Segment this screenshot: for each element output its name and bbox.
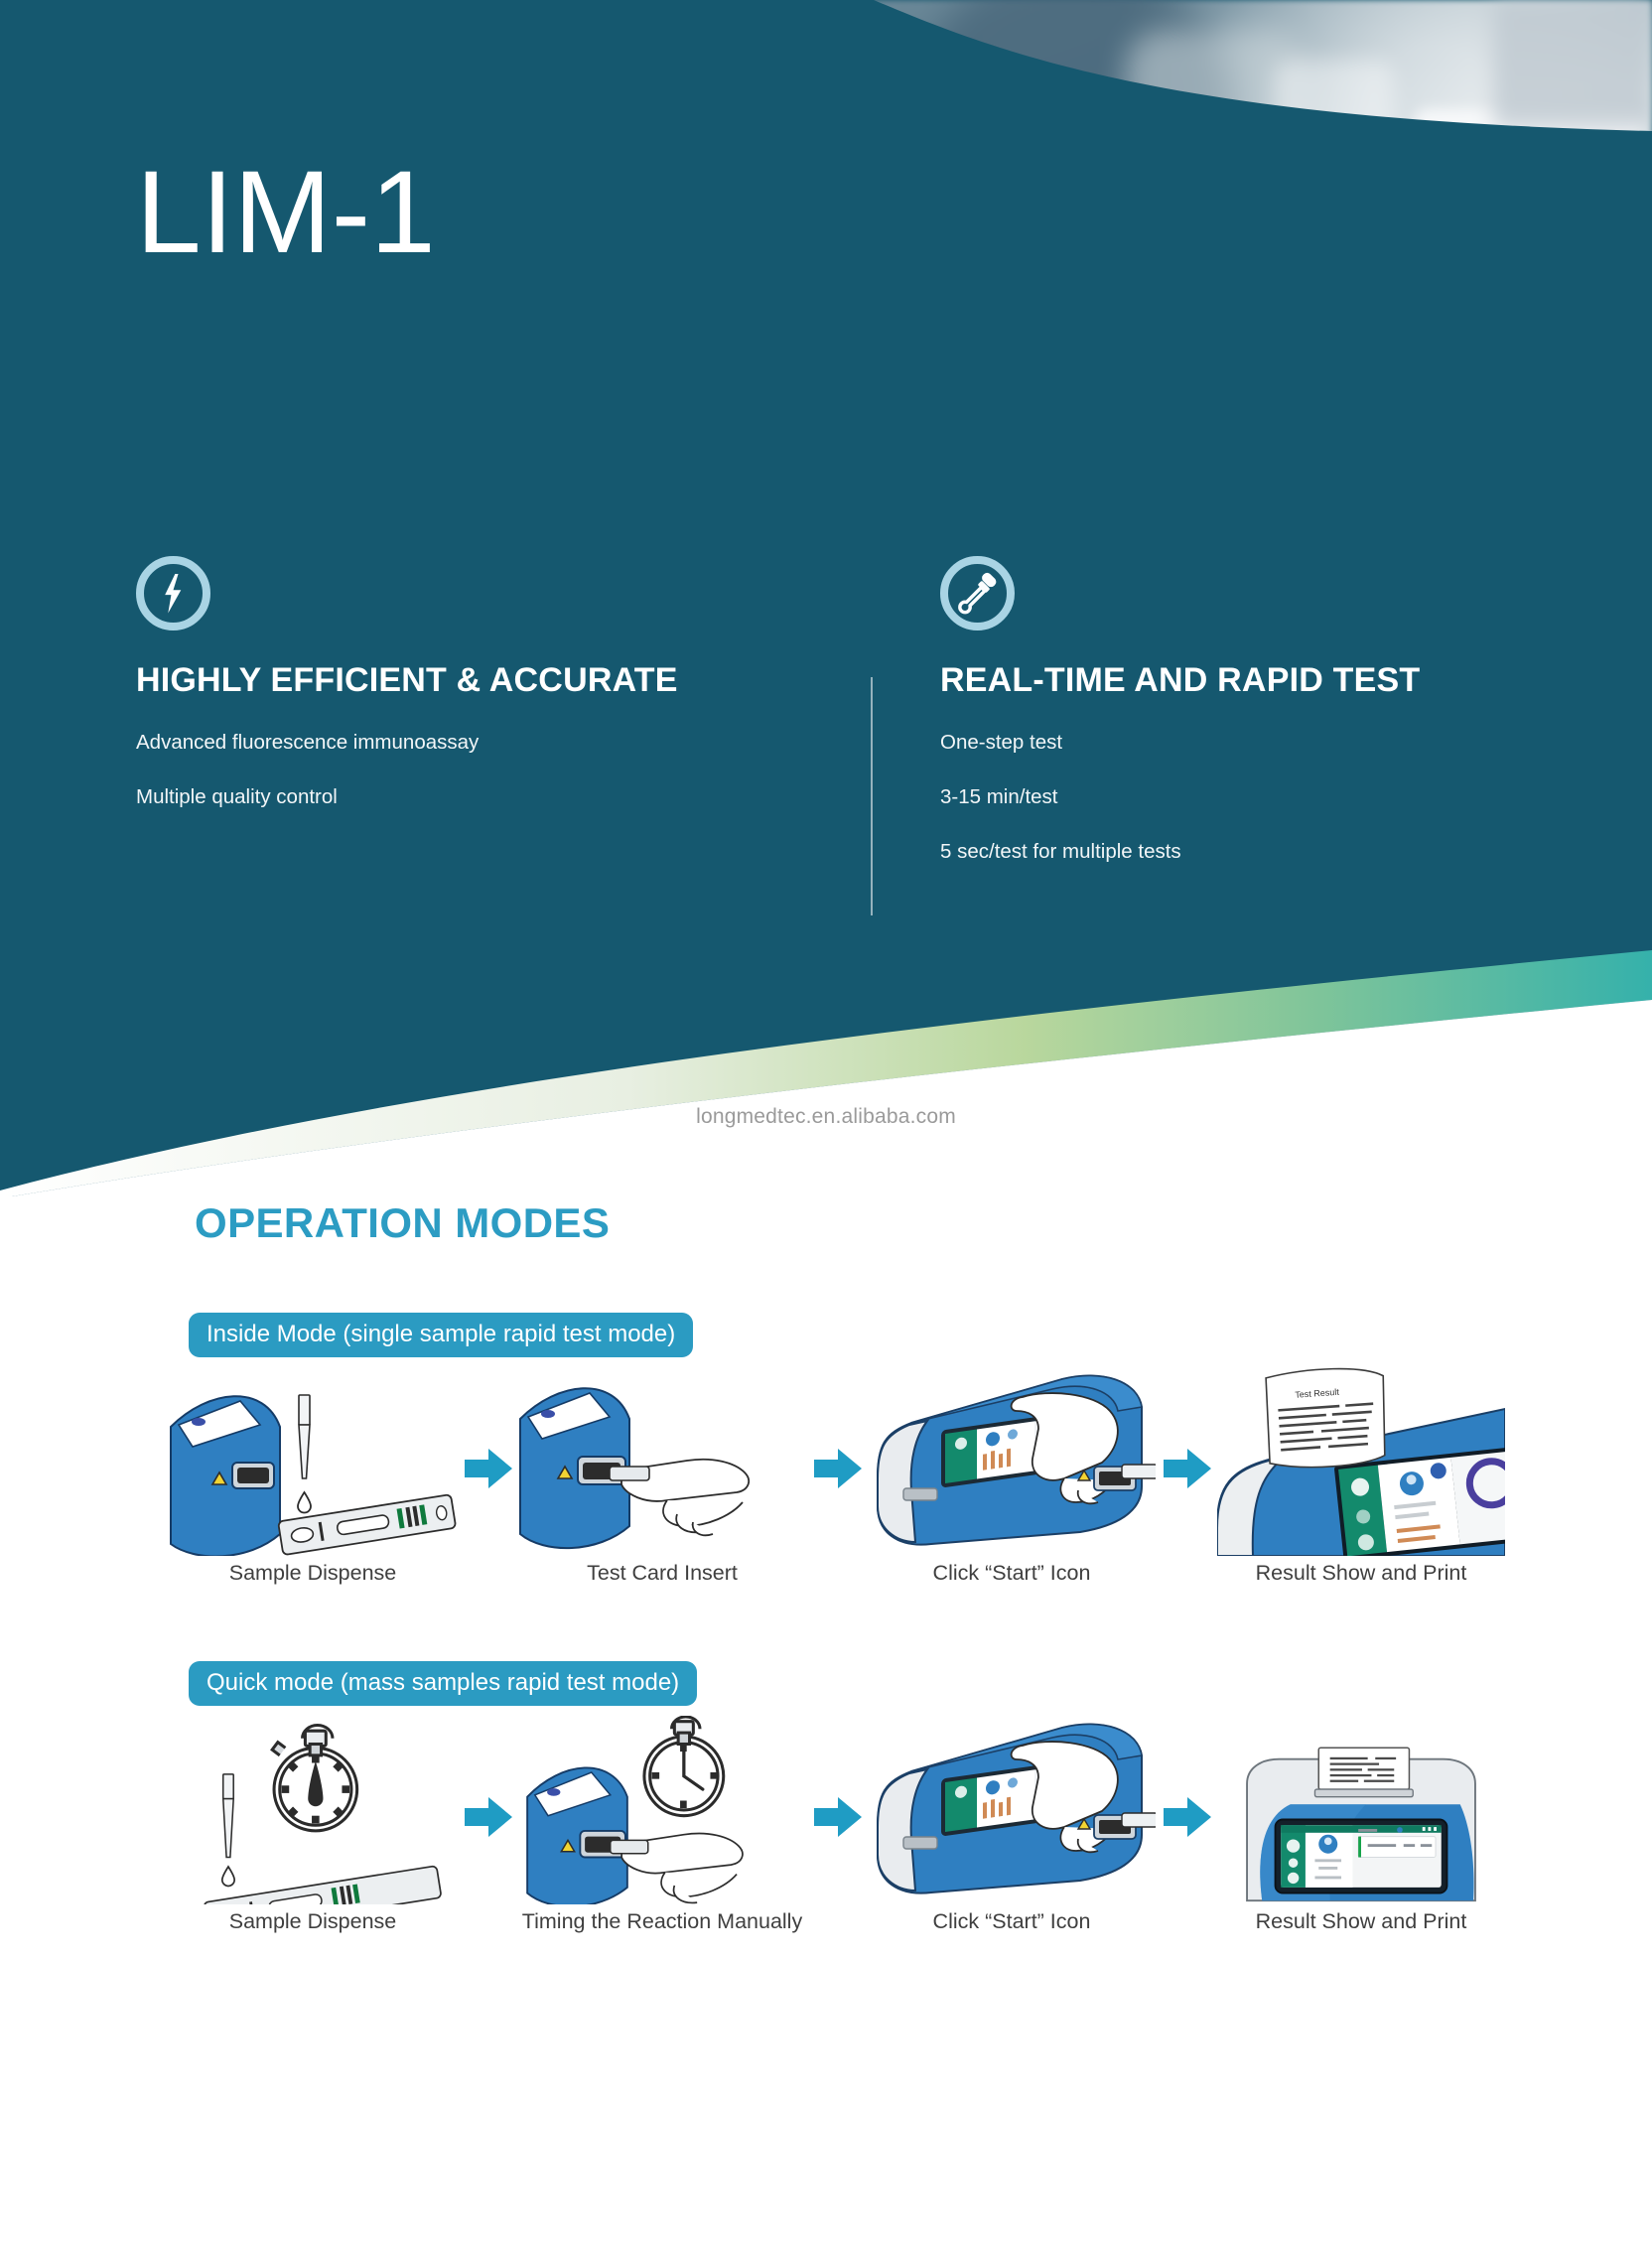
- hero-bottom-wave: [0, 950, 1652, 1196]
- step-caption: Sample Dispense: [228, 1909, 397, 1933]
- step-caption: Click “Start” Icon: [932, 1909, 1091, 1933]
- analyzer-front-printout-screen-art: [1246, 1747, 1476, 1902]
- mode-label-inside: Inside Mode (single sample rapid test mo…: [189, 1313, 694, 1358]
- feature-bullet-list: Advanced fluorescence immunoassay Multip…: [136, 731, 831, 809]
- watermark-text: longmedtec.en.alibaba.com: [696, 1105, 956, 1128]
- analyzer-hand-touch-screen-art: [877, 1723, 1156, 1894]
- step-caption: Sample Dispense: [228, 1561, 397, 1585]
- step-test-card-insert: [518, 1367, 806, 1581]
- step-arrow-icon: [465, 1797, 512, 1837]
- step-timing-reaction-manually: [518, 1716, 806, 1929]
- step-sample-dispense: [169, 1367, 457, 1581]
- device-corner-pipette-cassette-art: [170, 1394, 457, 1556]
- step-result-show-and-print-quick: [1217, 1716, 1505, 1929]
- step-click-start-icon-quick: [868, 1716, 1156, 1929]
- step-arrow-icon: [1164, 1449, 1211, 1488]
- page-title: LIM-1: [136, 147, 436, 278]
- device-corner-hand-insert-card-art: [519, 1387, 751, 1550]
- step-caption: Result Show and Print: [1255, 1909, 1467, 1933]
- step-arrow-icon: [1164, 1797, 1211, 1837]
- feature-heading: HIGHLY EFFICIENT & ACCURATE: [136, 661, 678, 699]
- dropper-pipette-icon: [940, 556, 1015, 631]
- captions-row-quick: Sample Dispense Timing the Reaction Manu…: [169, 1909, 1489, 1939]
- lightning-bolt-icon: [136, 556, 210, 631]
- feature-bullet: 3-15 min/test: [940, 785, 1058, 808]
- feature-bullet: Advanced fluorescence immunoassay: [136, 731, 480, 754]
- hero-section: LIM-1 HIGHLY EFFICIENT & ACCURATE Advanc…: [0, 0, 1652, 1196]
- column-divider: [871, 677, 873, 915]
- steps-row-quick: [169, 1716, 1489, 1944]
- step-caption: Timing the Reaction Manually: [521, 1909, 803, 1933]
- step-arrow-icon: [814, 1797, 862, 1837]
- feature-bullet-list: One-step test 3-15 min/test 5 sec/test f…: [940, 731, 1595, 864]
- step-arrow-icon: [814, 1449, 862, 1488]
- feature-bullet: One-step test: [940, 731, 1063, 754]
- step-caption: Result Show and Print: [1255, 1561, 1467, 1585]
- step-sample-dispense-quick: [169, 1716, 457, 1929]
- step-caption: Click “Start” Icon: [932, 1561, 1091, 1585]
- captions-row-inside: Sample Dispense Test Card Insert Click “…: [169, 1561, 1489, 1591]
- pipette-stopwatch-cassette-art: [203, 1724, 442, 1904]
- operation-modes-title: OPERATION MODES: [195, 1199, 611, 1246]
- step-caption: Test Card Insert: [587, 1561, 738, 1585]
- feature-bullet: 5 sec/test for multiple tests: [940, 840, 1181, 863]
- feature-bullet: Multiple quality control: [136, 785, 338, 808]
- analyzer-hand-touch-screen-art: [877, 1374, 1156, 1546]
- feature-block-rapid: REAL-TIME AND RAPID TEST One-step test 3…: [940, 556, 1595, 895]
- step-result-show-and-print: Test Result: [1217, 1367, 1505, 1581]
- feature-heading: REAL-TIME AND RAPID TEST: [940, 661, 1421, 699]
- feature-block-efficiency: HIGHLY EFFICIENT & ACCURATE Advanced flu…: [136, 556, 831, 840]
- step-click-start-icon: [868, 1367, 1156, 1581]
- step-arrow-icon: [465, 1449, 512, 1488]
- steps-row-inside: Test Result: [169, 1367, 1505, 1596]
- mode-label-quick: Quick mode (mass samples rapid test mode…: [189, 1661, 698, 1707]
- hero-teal-curve: [0, 0, 1652, 417]
- analyzer-printout-receipt-art: Test Result: [1217, 1367, 1505, 1556]
- bottom-whitespace: [0, 2065, 1652, 2242]
- stopwatch-hand-insert-card-art: [526, 1716, 744, 1904]
- svg-text:Test Result: Test Result: [1295, 1387, 1340, 1400]
